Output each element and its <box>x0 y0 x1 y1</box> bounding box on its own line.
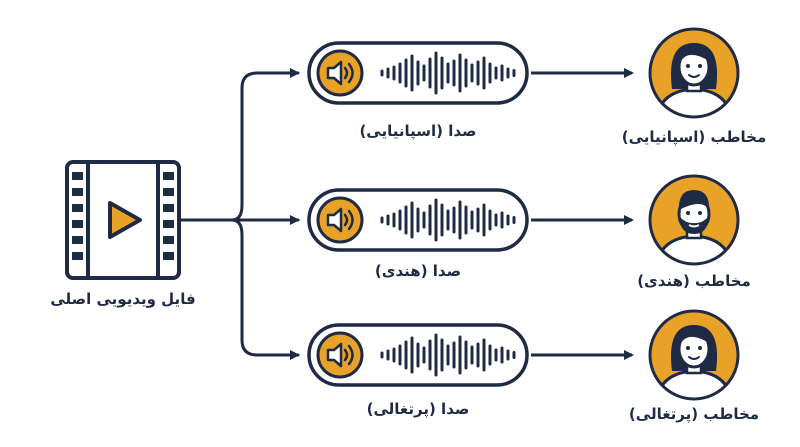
audio-label: صدا (اسپانیایی) <box>359 122 477 140</box>
video-file-icon <box>65 160 181 280</box>
woman-avatar-icon <box>648 309 740 401</box>
play-icon <box>108 201 142 239</box>
branch-connector <box>178 68 300 360</box>
source-label: فایل ویدیویی اصلی <box>50 290 196 308</box>
waveform-icon <box>380 198 516 242</box>
audio-label: صدا (هندی) <box>374 262 462 280</box>
audience-label: مخاطب (اسپانیایی) <box>621 128 767 146</box>
woman-avatar-icon <box>648 27 740 119</box>
waveform-icon <box>380 333 516 377</box>
track-row <box>307 27 740 119</box>
speaker-icon <box>316 196 364 244</box>
track-row <box>307 309 740 401</box>
speaker-icon <box>316 49 364 97</box>
audience-label: مخاطب (هندی) <box>637 272 751 290</box>
speaker-icon <box>316 331 364 379</box>
waveform-icon <box>380 51 516 95</box>
audio-label: صدا (پرتغالی) <box>366 400 470 418</box>
audience-label: مخاطب (پرتغالی) <box>628 405 760 423</box>
bearded-man-avatar-icon <box>648 174 740 266</box>
track-row <box>307 174 740 266</box>
